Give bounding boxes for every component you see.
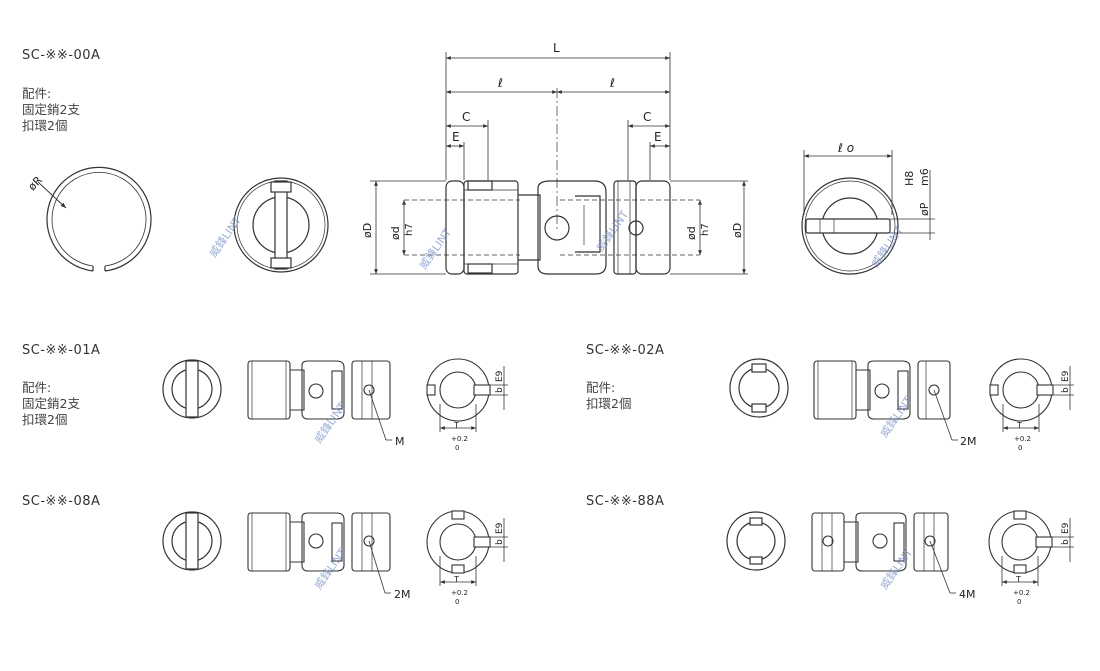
accessory-notes-02a: 配件: 扣環2個 [586, 380, 631, 412]
side-view-88a [811, 512, 956, 594]
callout-01a: M [395, 435, 405, 448]
callout-02a: 2M [960, 435, 977, 448]
model-label-01a: SC-※※-01A [22, 343, 101, 358]
dim-T-01a: T [453, 421, 459, 430]
dim-lo: ℓ o [837, 141, 854, 155]
dim-L: L [553, 41, 560, 55]
accessory-rings: 扣環2個 [22, 118, 68, 133]
accessory-rings: 扣環2個 [22, 412, 68, 427]
dim-tol-plus-88a: +0.2 [1013, 589, 1030, 597]
keyway-view-01a [426, 358, 508, 432]
side-view-00a [404, 88, 700, 275]
callout-08a: 2M [394, 588, 411, 601]
keyway-view-08a [426, 510, 508, 586]
end-view-00a-right [801, 150, 935, 275]
dim-h7-right: h7 [700, 223, 711, 236]
dim-b-02a: b [1061, 387, 1071, 393]
watermark: 威鋒LINT [877, 546, 915, 592]
accessory-rings: 扣環2個 [586, 396, 632, 411]
dim-d-right: ød [685, 226, 698, 240]
accessory-notes-00a: 配件: 固定銷2支 扣環2個 [22, 86, 80, 134]
model-label-88a: SC-※※-88A [586, 494, 665, 509]
dim-T-02a: T [1016, 421, 1022, 430]
retaining-ring-view [37, 166, 152, 272]
dim-C-left: C [462, 110, 470, 124]
dim-l-right: ℓ [609, 76, 615, 90]
dim-b-01a: b [495, 387, 505, 393]
accessory-header: 配件: [22, 380, 52, 395]
end-view-01a [162, 359, 222, 419]
dim-T-08a: T [453, 575, 459, 584]
dim-H8: H8 [903, 171, 916, 186]
accessory-notes-01a: 配件: 固定銷2支 扣環2個 [22, 380, 80, 428]
dim-tol-zero-08a: 0 [455, 598, 459, 606]
accessory-header: 配件: [22, 86, 52, 101]
model-label-02a: SC-※※-02A [586, 343, 665, 358]
dim-l-left: ℓ [497, 76, 503, 90]
dim-T-88a: T [1015, 575, 1021, 584]
keyway-view-88a [988, 510, 1074, 586]
accessory-pins: 固定銷2支 [22, 396, 80, 411]
dim-tol-zero-88a: 0 [1017, 598, 1021, 606]
side-view-02a [813, 360, 958, 441]
dim-R: øR [26, 174, 46, 194]
side-view-08a [247, 512, 391, 594]
watermark: 威鋒LINT [311, 400, 349, 446]
dim-b-88a: b [1061, 539, 1071, 545]
end-view-02a [729, 358, 789, 418]
dim-E-right: E [654, 130, 662, 144]
model-label-00a: SC-※※-00A [22, 48, 101, 63]
dim-E9-01a: E9 [495, 370, 505, 382]
dim-b-08a: b [495, 539, 505, 545]
dim-tol-plus-08a: +0.2 [451, 589, 468, 597]
accessory-header: 配件: [586, 380, 616, 395]
side-view-01a [247, 360, 392, 441]
dim-tol-plus-02a: +0.2 [1014, 435, 1031, 443]
dim-tol-zero-02a: 0 [1018, 444, 1022, 452]
dim-E9-08a: E9 [495, 522, 505, 534]
callout-88a: 4M [959, 588, 976, 601]
dim-d-left: ød [389, 226, 402, 240]
dim-D-left: øD [361, 223, 374, 238]
dim-m6: m6 [918, 168, 931, 186]
dim-tol-zero-01a: 0 [455, 444, 459, 452]
dim-C-right: C [643, 110, 651, 124]
dimension-lines-00a [370, 52, 748, 275]
dim-E9-02a: E9 [1061, 370, 1071, 382]
end-view-88a [726, 511, 786, 571]
end-view-08a [162, 511, 222, 571]
dim-P: øP [918, 202, 931, 216]
accessory-pins: 固定銷2支 [22, 102, 80, 117]
watermark: 威鋒LINT [593, 208, 631, 254]
dim-tol-plus-01a: +0.2 [451, 435, 468, 443]
dim-D-right: øD [731, 223, 744, 238]
dim-h7-left: h7 [404, 223, 415, 236]
dim-E-left: E [452, 130, 460, 144]
dim-E9-88a: E9 [1061, 522, 1071, 534]
keyway-view-02a [989, 358, 1074, 432]
watermark: 威鋒LINT [416, 226, 454, 272]
end-view-00a-left [233, 177, 329, 273]
model-label-08a: SC-※※-08A [22, 494, 101, 509]
